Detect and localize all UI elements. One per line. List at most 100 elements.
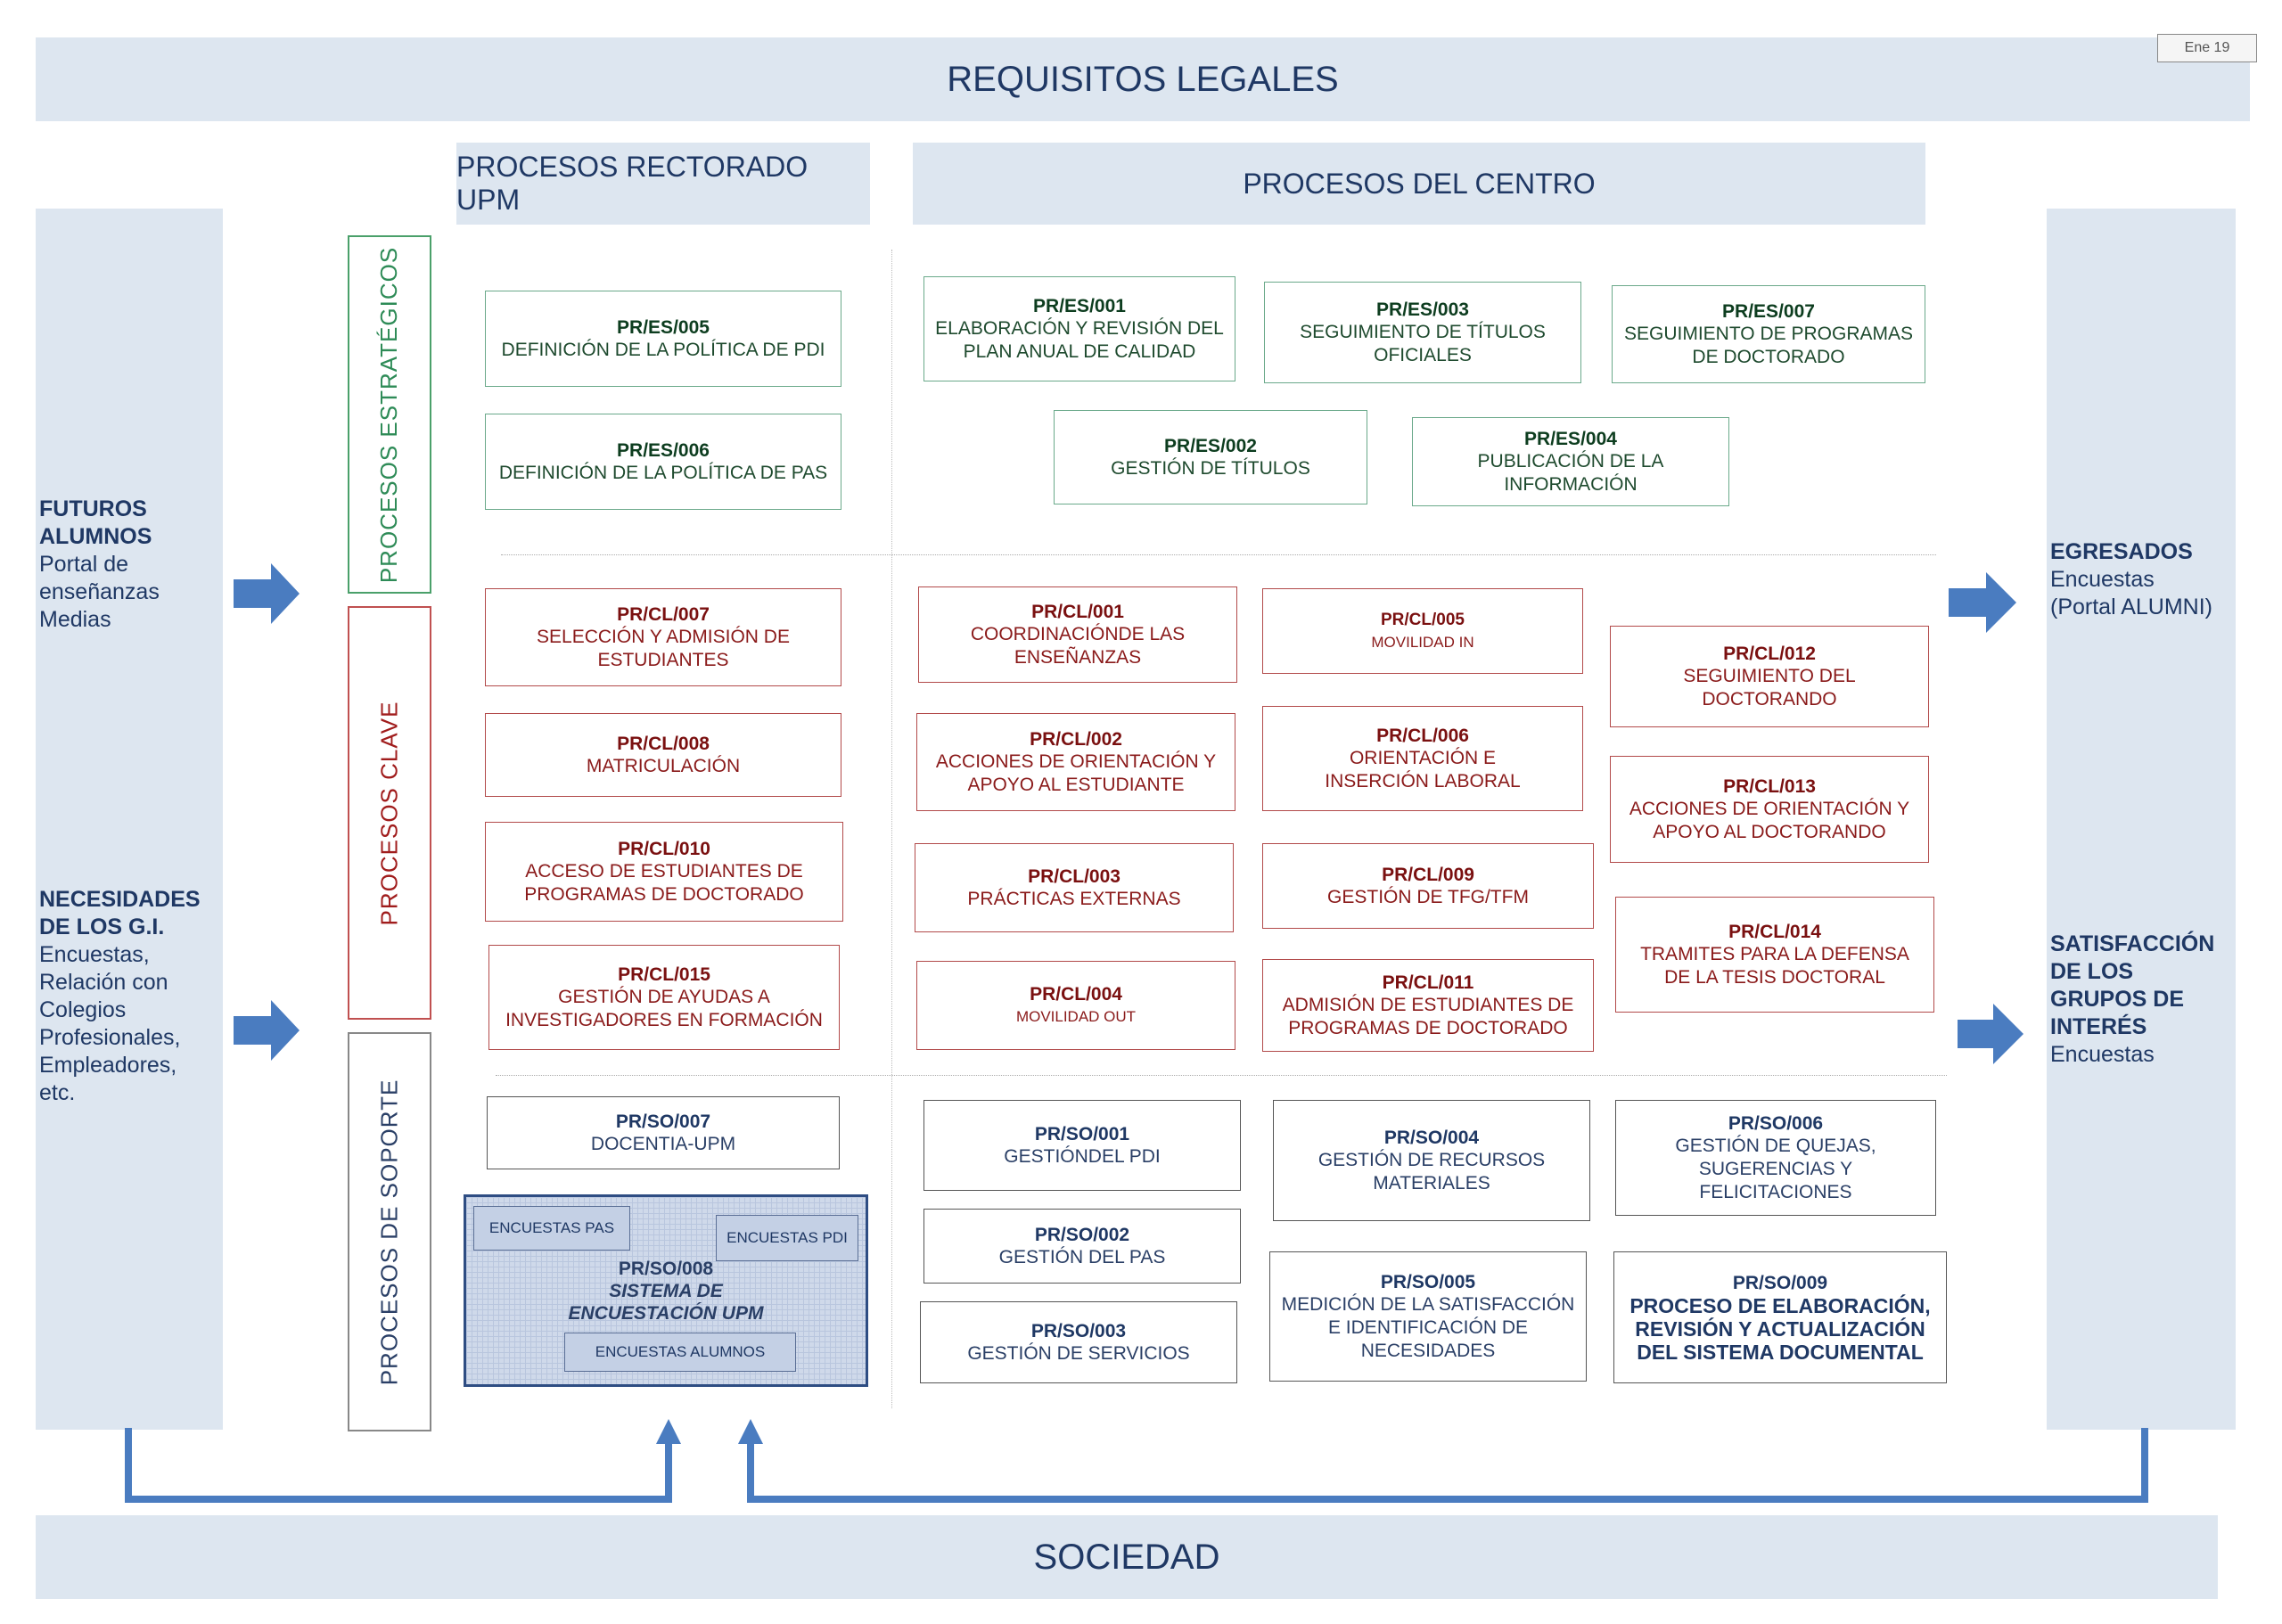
footer-title: SOCIEDAD	[1033, 1537, 1220, 1577]
process-box[interactable]: PR/CL/009 GESTIÓN DE TFG/TFM	[1262, 843, 1594, 929]
process-box[interactable]: PR/SO/006 GESTIÓN DE QUEJAS, SUGERENCIAS…	[1615, 1100, 1936, 1216]
process-name: GESTIÓN DE RECURSOS MATERIALES	[1317, 1149, 1546, 1193]
left-group-futuros-title: FUTUROS	[39, 496, 147, 521]
encuestas-pas-box[interactable]: ENCUESTAS PAS	[473, 1206, 630, 1251]
process-box[interactable]: PR/SO/002 GESTIÓN DEL PAS	[923, 1209, 1241, 1284]
left-group-futuros-line: enseñanzas	[39, 579, 160, 604]
process-code: PR/ES/003	[1376, 299, 1469, 320]
process-name: COORDINACIÓNDE LAS ENSEÑANZAS	[970, 623, 1186, 668]
process-box[interactable]: PR/SO/007 DOCENTIA-UPM	[487, 1096, 840, 1169]
process-box[interactable]: PR/CL/007 SELECCIÓN Y ADMISIÓN DE ESTUDI…	[485, 588, 841, 686]
label-procesos-clave: PROCESOS CLAVE	[348, 606, 431, 1020]
process-box[interactable]: PR/SO/009 PROCESO DE ELABORACIÓN, REVISI…	[1613, 1251, 1947, 1383]
process-name: SELECCIÓN Y ADMISIÓN DE ESTUDIANTES	[537, 626, 790, 670]
process-name: ADMISIÓN DE ESTUDIANTES DE PROGRAMAS DE …	[1282, 994, 1574, 1038]
process-box[interactable]: PR/SO/003 GESTIÓN DE SERVICIOS	[920, 1301, 1237, 1383]
process-name: MOVILIDAD IN	[1371, 633, 1474, 651]
encuestas-name: ENCUESTACIÓN UPM	[568, 1303, 764, 1324]
process-name: ACCIONES DE ORIENTACIÓN Y APOYO AL ESTUD…	[935, 750, 1217, 795]
process-box[interactable]: PR/ES/005 DEFINICIÓN DE LA POLÍTICA DE P…	[485, 291, 841, 387]
process-box[interactable]: PR/CL/001 COORDINACIÓNDE LAS ENSEÑANZAS	[918, 586, 1237, 683]
encuestas-alumnos-label: ENCUESTAS ALUMNOS	[595, 1343, 766, 1360]
process-box[interactable]: PR/SO/004 GESTIÓN DE RECURSOS MATERIALES	[1273, 1100, 1590, 1221]
process-name: SEGUIMIENTO DE PROGRAMAS DE DOCTORADO	[1624, 323, 1913, 367]
encuestas-system-box[interactable]: ENCUESTAS PAS ENCUESTAS PDI PR/SO/008 SI…	[464, 1194, 868, 1387]
right-panel	[2047, 209, 2236, 1430]
header-band: REQUISITOS LEGALES	[36, 37, 2250, 121]
column-header-rectorado: PROCESOS RECTORADO UPM	[456, 143, 870, 225]
column-separator	[891, 250, 892, 1408]
encuestas-pdi-box[interactable]: ENCUESTAS PDI	[716, 1215, 858, 1261]
process-code: PR/CL/013	[1723, 775, 1816, 797]
right-arrow-icon	[234, 563, 300, 624]
process-code: PR/CL/011	[1382, 972, 1474, 993]
encuestas-pdi-label: ENCUESTAS PDI	[726, 1229, 848, 1246]
right-group-egresados-line: Encuestas	[2050, 567, 2155, 592]
process-name: ACCIONES DE ORIENTACIÓN Y APOYO AL DOCTO…	[1629, 798, 1910, 842]
right-group-egresados-line: (Portal ALUMNI)	[2050, 595, 2212, 619]
process-box[interactable]: PR/CL/003 PRÁCTICAS EXTERNAS	[915, 843, 1234, 932]
process-code: PR/CL/004	[1030, 983, 1122, 1005]
process-code: PR/CL/008	[617, 733, 710, 754]
process-code: PR/CL/005	[1381, 610, 1465, 629]
process-box[interactable]: PR/CL/002 ACCIONES DE ORIENTACIÓN Y APOY…	[916, 713, 1235, 811]
row-separator	[501, 554, 1936, 555]
process-box[interactable]: PR/SO/005 MEDICIÓN DE LA SATISFACCIÓN E …	[1269, 1251, 1587, 1382]
process-code: PR/CL/001	[1031, 601, 1124, 622]
process-code: PR/CL/014	[1728, 921, 1821, 942]
arrow-group	[234, 563, 2023, 1064]
date-tag: Ene 19	[2157, 34, 2257, 62]
right-group-satisfaccion-title4: INTERÉS	[2050, 1014, 2147, 1039]
process-name: PROCESO DE ELABORACIÓN, REVISIÓN Y ACTUA…	[1629, 1293, 1931, 1364]
up-arrow-icon	[738, 1419, 763, 1444]
process-box[interactable]: PR/ES/007 SEGUIMIENTO DE PROGRAMAS DE DO…	[1612, 285, 1925, 383]
process-code: PR/ES/007	[1722, 300, 1815, 322]
process-code: PR/CL/002	[1030, 728, 1122, 750]
process-box[interactable]: PR/ES/003 SEGUIMIENTO DE TÍTULOS OFICIAL…	[1264, 282, 1581, 383]
process-box[interactable]: PR/CL/013 ACCIONES DE ORIENTACIÓN Y APOY…	[1610, 756, 1929, 863]
process-name: DEFINICIÓN DE LA POLÍTICA DE PDI	[501, 339, 825, 360]
process-name: PRÁCTICAS EXTERNAS	[967, 888, 1181, 909]
connector-line	[747, 1428, 2148, 1503]
process-name: GESTIÓN DE TFG/TFM	[1327, 886, 1529, 907]
left-panel	[36, 209, 223, 1430]
process-box[interactable]: PR/CL/014 TRAMITES PARA LA DEFENSA DE LA…	[1615, 897, 1934, 1013]
column-header-centro: PROCESOS DEL CENTRO	[913, 143, 1925, 225]
process-box[interactable]: PR/CL/005 MOVILIDAD IN	[1262, 588, 1583, 674]
column-header-centro-text: PROCESOS DEL CENTRO	[1243, 167, 1596, 200]
left-group-necesidades-line: Profesionales,	[39, 1025, 181, 1050]
right-group-satisfaccion-title: SATISFACCIÓN	[2050, 931, 2215, 956]
process-code: PR/ES/002	[1164, 435, 1257, 456]
process-name: TRAMITES PARA LA DEFENSA DE LA TESIS DOC…	[1640, 943, 1909, 988]
process-box[interactable]: PR/ES/002 GESTIÓN DE TÍTULOS	[1054, 410, 1367, 504]
date-tag-text: Ene 19	[2184, 40, 2230, 55]
process-code: PR/CL/009	[1382, 864, 1474, 885]
right-arrow-icon	[1949, 572, 2016, 633]
right-group-egresados: EGRESADOS Encuestas (Portal ALUMNI)	[2050, 538, 2212, 621]
process-box[interactable]: PR/ES/006 DEFINICIÓN DE LA POLÍTICA DE P…	[485, 414, 841, 510]
up-arrow-icon	[656, 1419, 681, 1444]
process-code: PR/ES/005	[617, 316, 710, 338]
process-code: PR/SO/001	[1034, 1123, 1130, 1144]
process-box[interactable]: PR/CL/006 ORIENTACIÓN E INSERCIÓN LABORA…	[1262, 706, 1583, 811]
process-box[interactable]: PR/CL/011 ADMISIÓN DE ESTUDIANTES DE PRO…	[1262, 959, 1594, 1052]
process-box[interactable]: PR/CL/015 GESTIÓN DE AYUDAS A INVESTIGAD…	[488, 945, 840, 1050]
arrowhead-group	[656, 1419, 763, 1444]
process-box[interactable]: PR/CL/008 MATRICULACIÓN	[485, 713, 841, 797]
header-title: REQUISITOS LEGALES	[947, 59, 1339, 99]
process-name: SEGUIMIENTO DEL DOCTORANDO	[1683, 665, 1856, 709]
left-group-necesidades: NECESIDADES DE LOS G.I. Encuestas, Relac…	[39, 886, 201, 1107]
connector-group	[125, 1428, 2148, 1503]
process-name: MEDICIÓN DE LA SATISFACCIÓN E IDENTIFICA…	[1281, 1293, 1575, 1361]
process-box[interactable]: PR/CL/004 MOVILIDAD OUT	[916, 961, 1235, 1050]
right-group-satisfaccion: SATISFACCIÓN DE LOS GRUPOS DE INTERÉS En…	[2050, 931, 2214, 1069]
process-code: PR/SO/004	[1383, 1127, 1480, 1148]
process-box[interactable]: PR/ES/004 PUBLICACIÓN DE LA INFORMACIÓN	[1412, 417, 1729, 506]
process-box[interactable]: PR/CL/010 ACCESO DE ESTUDIANTES DE PROGR…	[485, 822, 843, 922]
process-code: PR/SO/007	[615, 1111, 711, 1132]
encuestas-alumnos-box[interactable]: ENCUESTAS ALUMNOS	[564, 1333, 796, 1372]
process-box[interactable]: PR/ES/001 ELABORACIÓN Y REVISIÓN DEL PLA…	[923, 276, 1235, 381]
process-box[interactable]: PR/CL/012 SEGUIMIENTO DEL DOCTORANDO	[1610, 626, 1929, 727]
right-group-satisfaccion-title3: GRUPOS DE	[2050, 987, 2185, 1012]
process-box[interactable]: PR/SO/001 GESTIÓNDEL PDI	[923, 1100, 1241, 1191]
